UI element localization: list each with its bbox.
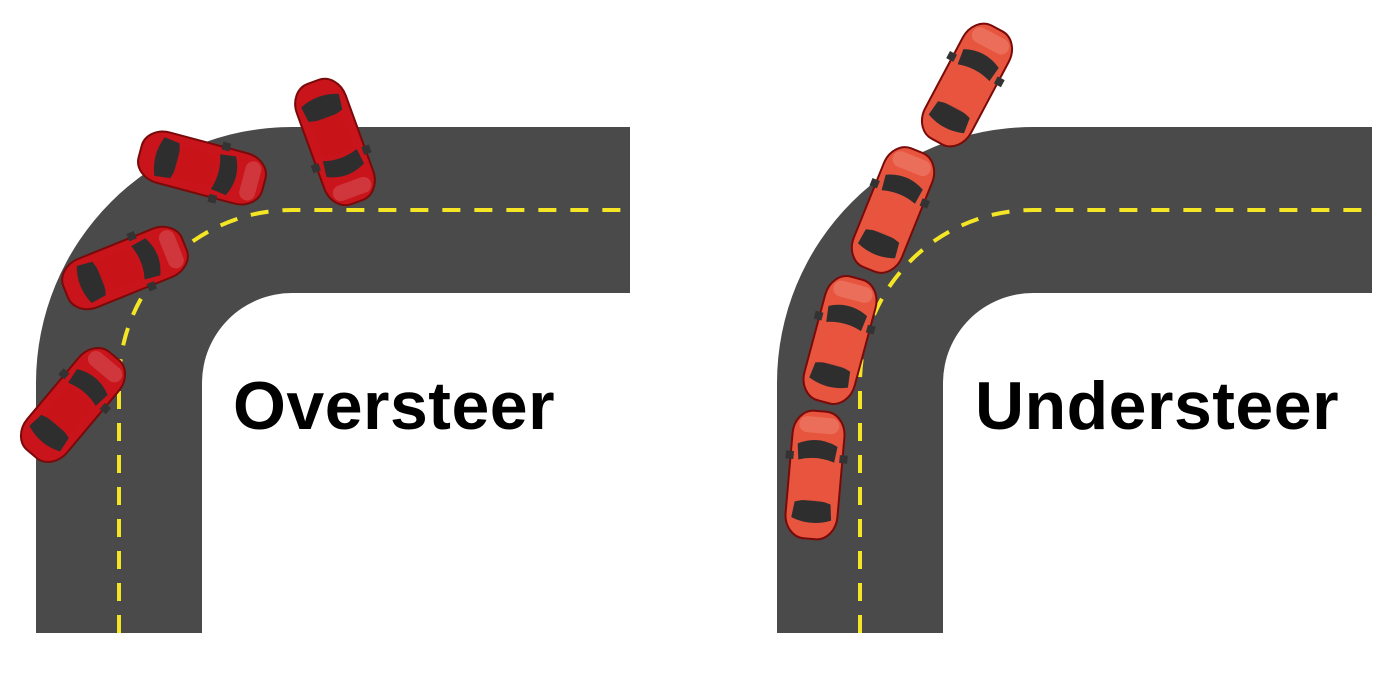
oversteer-panel — [7, 70, 630, 633]
understeer-label: Understeer — [975, 368, 1340, 444]
understeer-panel — [777, 12, 1372, 633]
center-line — [858, 208, 1372, 633]
road — [777, 127, 1372, 633]
oversteer-label: Oversteer — [233, 368, 556, 444]
